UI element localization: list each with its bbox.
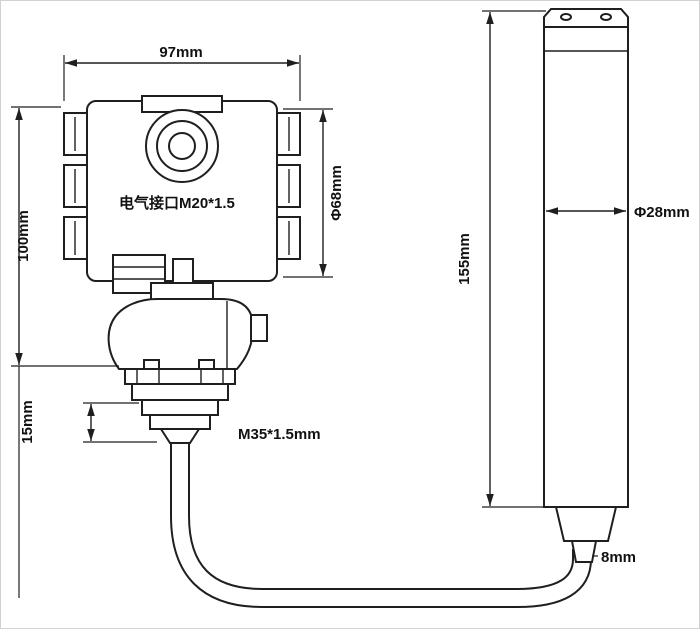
probe-cap <box>543 8 629 28</box>
dim-label-probe-diameter: Φ28mm <box>634 204 690 221</box>
thread-label: M35*1.5mm <box>238 426 321 443</box>
probe-taper <box>554 506 618 542</box>
probe-drawing <box>543 8 629 563</box>
mounting-flange <box>124 368 236 385</box>
dim-label-housing-height: 100mm <box>15 210 32 262</box>
transmitter-drawing <box>63 95 301 444</box>
probe-cable-stub <box>570 540 598 563</box>
left-fins <box>63 112 88 260</box>
dim-label-housing-diameter: Φ68mm <box>328 165 345 221</box>
dim-label-housing-width: 97mm <box>159 44 202 61</box>
dim-label-nut-height: 15mm <box>19 400 36 443</box>
process-dome <box>107 298 268 370</box>
probe-cap-hole-left <box>560 13 572 21</box>
thread-nut-stack <box>131 383 229 444</box>
electrical-port-label: 电气接口M20*1.5 <box>119 194 235 212</box>
probe-cap-hole-right <box>600 13 612 21</box>
labels: 97mm 100mm Φ68mm 电气接口M20*1.5 15mm M35*1.… <box>15 44 690 566</box>
probe-body <box>543 26 629 508</box>
right-fins <box>276 112 301 260</box>
dim-label-probe-length: 155mm <box>456 233 473 285</box>
cable-gland <box>159 428 201 444</box>
cable-drawing <box>170 437 592 608</box>
display-lens-inner <box>168 132 196 160</box>
dimension-lines <box>11 10 626 598</box>
dim-label-cable-diameter: 8mm <box>601 549 636 566</box>
